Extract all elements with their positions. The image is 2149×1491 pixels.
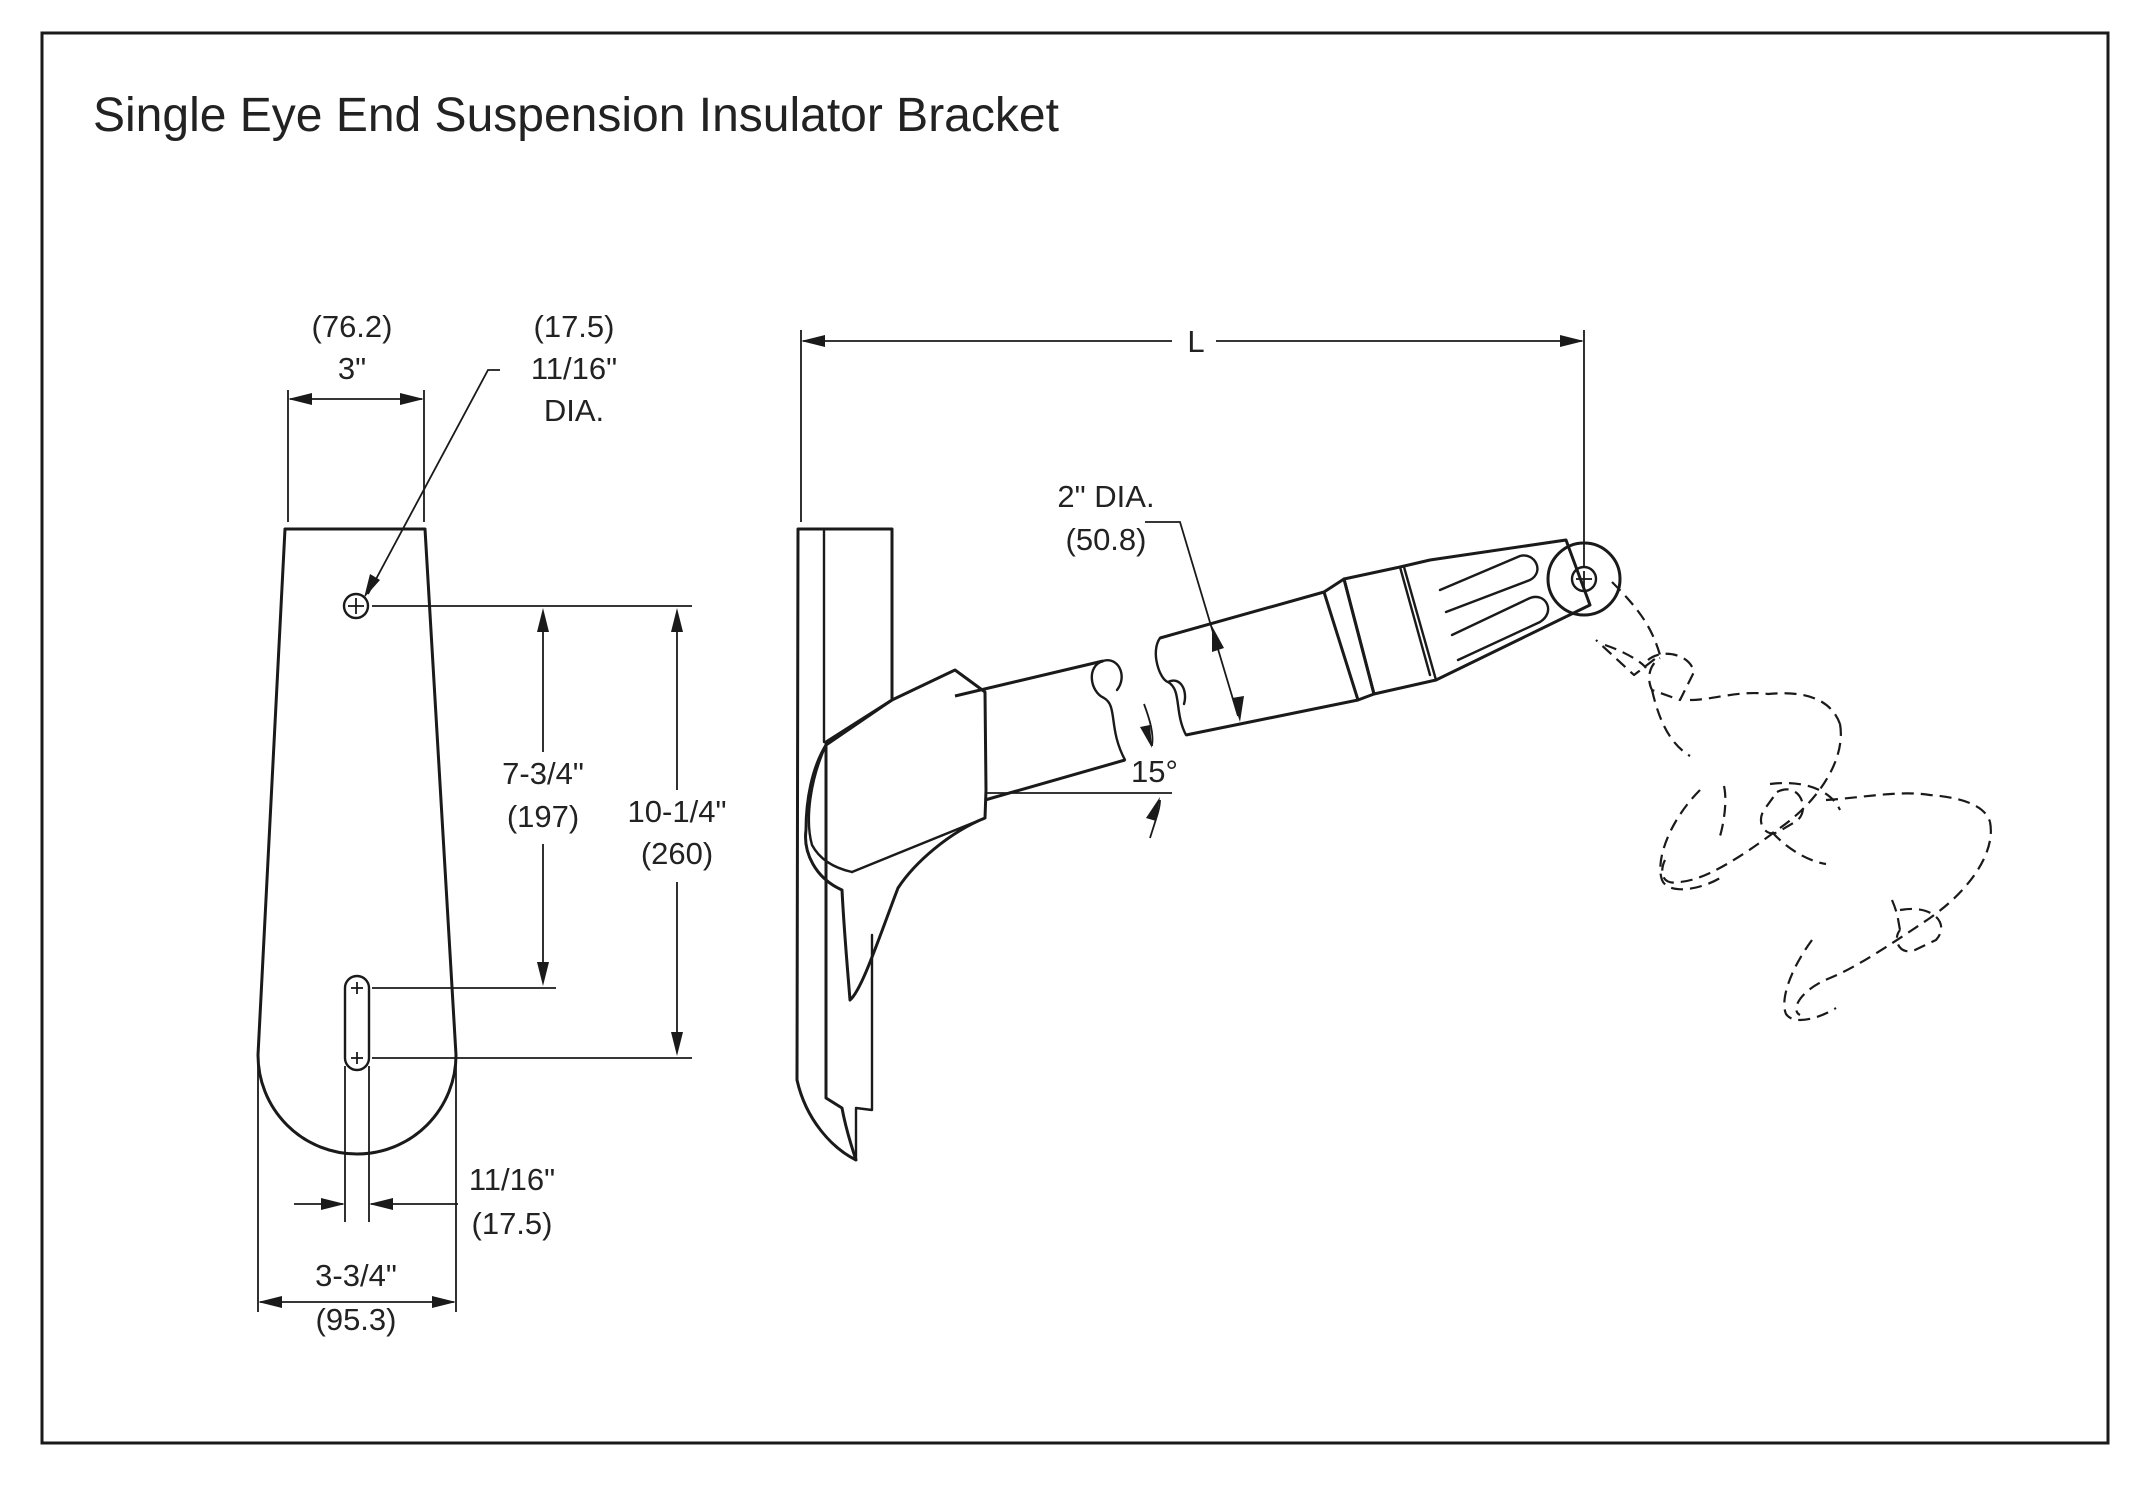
angle-label: 15° <box>1131 754 1178 789</box>
pipe-segment-1 <box>954 659 1126 802</box>
pipe-dia-in: 2" DIA. <box>1057 479 1154 514</box>
hole-dia-in: 11/16" <box>531 351 617 386</box>
spacing-short-mm: (197) <box>507 799 579 834</box>
insulator-string <box>1595 581 1992 1022</box>
front-plate-outline <box>256 527 458 1156</box>
spacing-long-in: 10-1/4" <box>628 794 727 829</box>
bottom-slot <box>343 974 371 1072</box>
drawing-title: Single Eye End Suspension Insulator Brac… <box>93 89 1059 142</box>
length-label: L <box>1187 324 1204 359</box>
top-hole <box>342 592 370 620</box>
eye-bolt <box>1546 541 1622 617</box>
side-view: L 15° <box>795 324 1992 1162</box>
slot-width-in: 11/16" <box>469 1162 555 1197</box>
top-width-mm: (76.2) <box>312 309 393 344</box>
pipe-dia-mm: (50.8) <box>1066 522 1147 557</box>
front-view: (76.2) 3" (17.5) 11/16" DIA. 7-3/4" (197… <box>256 309 736 1337</box>
bracket-casting <box>804 668 988 1002</box>
hole-dia-label: DIA. <box>544 393 604 428</box>
slot-width-mm: (17.5) <box>472 1206 553 1241</box>
top-width-in: 3" <box>338 351 366 386</box>
pipe-segment-2 <box>1159 590 1359 737</box>
spacing-long-mm: (260) <box>641 836 713 871</box>
drawing-border <box>40 31 2110 1445</box>
bottom-width-mm: (95.3) <box>316 1302 397 1337</box>
spacing-short-in: 7-3/4" <box>502 756 584 791</box>
hole-dia-mm: (17.5) <box>534 309 615 344</box>
clevis <box>1342 538 1592 696</box>
bottom-width-in: 3-3/4" <box>315 1258 397 1293</box>
